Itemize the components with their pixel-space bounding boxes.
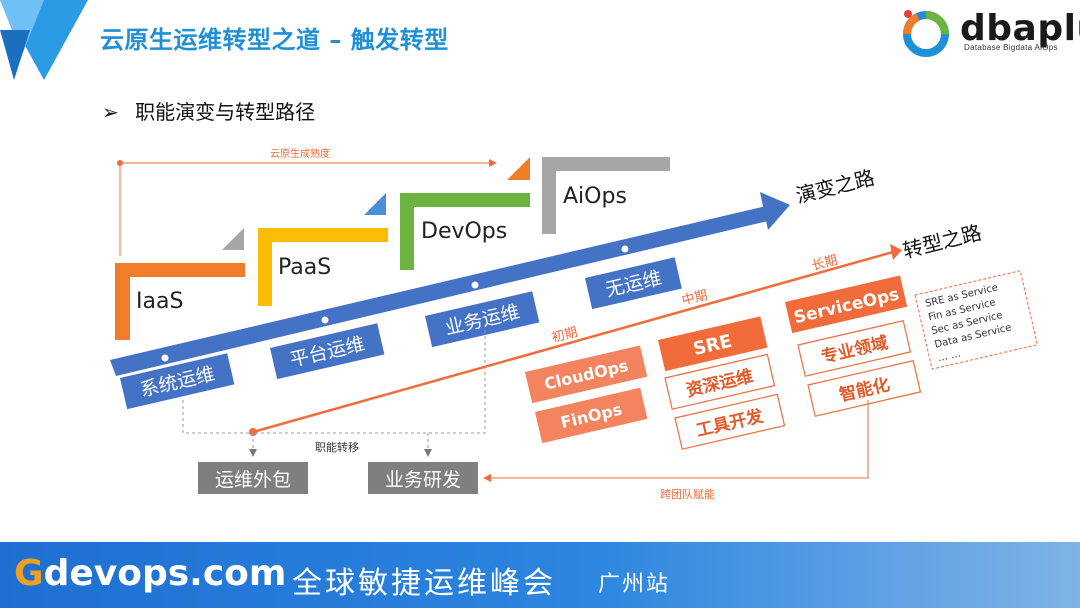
footer-site: Gdevops.com	[14, 553, 286, 594]
phase-early: 初期	[550, 325, 579, 346]
brand-tagline: Database Bigdata AiOps	[964, 43, 1058, 52]
phase-mid: 中期	[680, 288, 709, 309]
empower-line: 跨团队赋能	[483, 400, 869, 501]
role-sre: SRE	[658, 316, 768, 372]
page-title: 云原生运维转型之道 – 触发转型	[100, 26, 449, 54]
service-item-5: … …	[937, 348, 962, 364]
footer-event: 全球敏捷运维峰会	[292, 566, 556, 601]
maturity-line: 云原生成熟度	[117, 147, 497, 256]
job-transfer-label: 职能转移	[315, 440, 359, 454]
stage-aiops: AiOps	[542, 157, 670, 234]
stage-iaas: IaaS	[115, 228, 245, 340]
outcome-label-outsourcing: 运维外包	[215, 469, 291, 491]
maturity-label: 云原生成熟度	[270, 147, 330, 160]
transform-path-label: 转型之路	[900, 220, 983, 263]
evolution-path-label: 演变之路	[793, 165, 876, 208]
outcome-label-business-dev: 业务研发	[385, 469, 461, 491]
outcome-business-dev: 业务研发	[368, 462, 478, 494]
footer-city: 广州站	[598, 572, 671, 597]
empower-label: 跨团队赋能	[660, 487, 715, 501]
brand-name: dbaplus	[960, 8, 1080, 49]
evolution-diagram: 云原生成熟度 IaaS PaaS DevOps AiOps	[110, 147, 1038, 501]
phase-long: 长期	[810, 253, 839, 274]
stage-label-aiops: AiOps	[563, 184, 627, 209]
stage-label-devops: DevOps	[421, 219, 507, 244]
footer-site-g: G	[14, 553, 44, 594]
outcome-outsourcing: 运维外包	[198, 462, 308, 494]
stage-label-iaas: IaaS	[136, 289, 183, 314]
bullet-arrow-icon: ➢	[102, 100, 119, 124]
section-heading: ➢ 职能演变与转型路径	[102, 96, 315, 125]
brand-logo-icon	[903, 10, 949, 57]
job-transfer-lines	[182, 330, 486, 457]
role-no-ops: 无运维	[585, 257, 682, 310]
logo-triangles-icon	[0, 0, 88, 80]
service-list: SRE as Service Fin as Service Sec as Ser…	[914, 270, 1038, 370]
footer-site-rest: devops.com	[43, 553, 287, 594]
stage-paas: PaaS	[258, 193, 388, 306]
stage-devops: DevOps	[400, 157, 530, 270]
stage-label-paas: PaaS	[278, 255, 331, 280]
role-finops: FinOps	[535, 387, 648, 444]
section-heading-text: 职能演变与转型路径	[135, 100, 316, 124]
footer-banner	[0, 542, 1080, 608]
role-business-ops: 业务运维	[425, 291, 540, 348]
